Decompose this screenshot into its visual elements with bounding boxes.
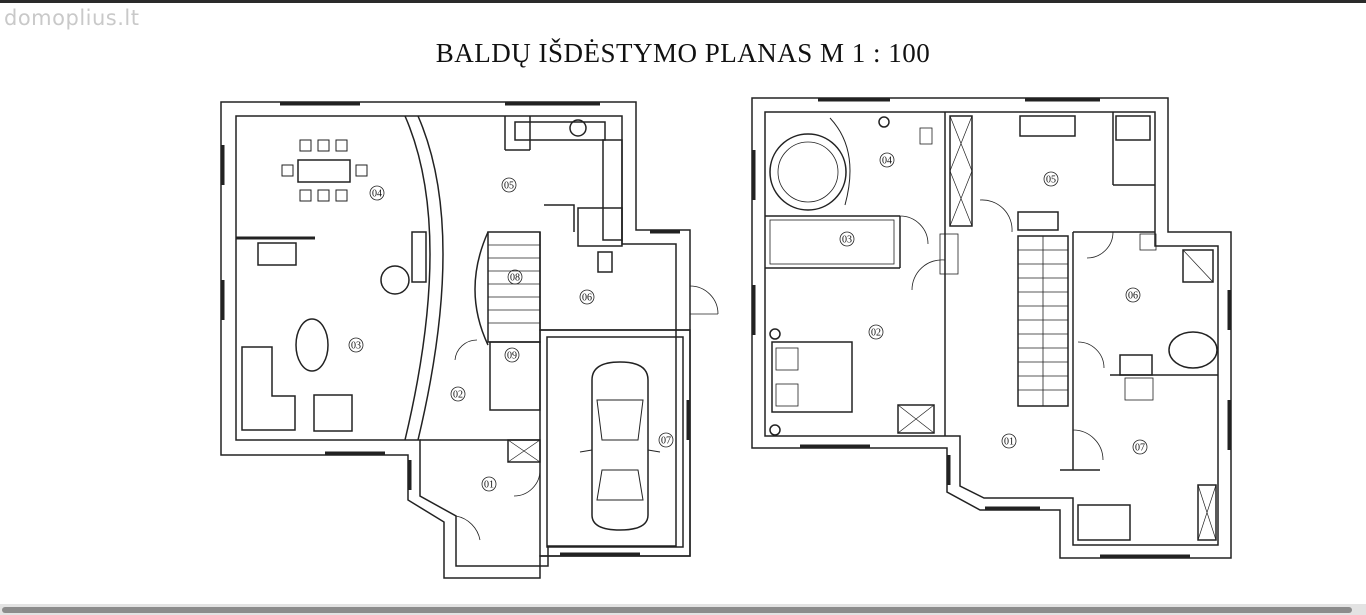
room-label: 03: [842, 235, 852, 246]
room-label: 02: [453, 390, 463, 401]
ground-room-labels: 04 05 03 08 06 09 02 07 01: [348, 177, 674, 492]
room-label: 07: [661, 436, 671, 447]
upper-floor-plan: [751, 97, 1232, 559]
room-label: 06: [582, 293, 592, 304]
double-bed: [771, 341, 853, 413]
scrollbar-thumb[interactable]: [2, 607, 1352, 613]
armchair: [313, 394, 353, 432]
upper-outer-wall: [751, 97, 1232, 559]
dining-table: [297, 159, 351, 183]
room-label: 02: [871, 328, 881, 339]
room-label: 09: [507, 351, 517, 362]
ground-stairs: [487, 231, 541, 343]
ground-outer-wall: [220, 101, 691, 579]
coffee-table: [295, 318, 329, 372]
ground-floor-plan: [220, 101, 719, 579]
ground-curved-wall: [404, 115, 431, 441]
room-label: 04: [882, 156, 892, 167]
upper-inner-wall: [764, 111, 1219, 546]
room-label: 07: [1135, 443, 1145, 454]
top-border: [0, 0, 1366, 3]
room-label: 08: [510, 273, 520, 284]
upper-room-labels: 04 05 03 02 06 01 07: [839, 152, 1148, 455]
room-label: 05: [504, 181, 514, 192]
watermark: domoplius.lt: [4, 6, 140, 30]
room-label: 06: [1128, 291, 1138, 302]
room-label: 05: [1046, 175, 1056, 186]
ground-curved-wall-inner: [417, 115, 444, 441]
plan-title: BALDŲ IŠDĖSTYMO PLANAS M 1 : 100: [435, 38, 931, 68]
room-label: 01: [484, 480, 494, 491]
sofa: [241, 346, 296, 431]
fireplace: [257, 242, 297, 266]
ground-inner-wall: [235, 115, 677, 567]
round-bathtub: [769, 133, 847, 211]
room-label: 04: [372, 189, 382, 200]
car: [579, 361, 661, 531]
room-label: 01: [1004, 437, 1014, 448]
room-label: 03: [351, 341, 361, 352]
